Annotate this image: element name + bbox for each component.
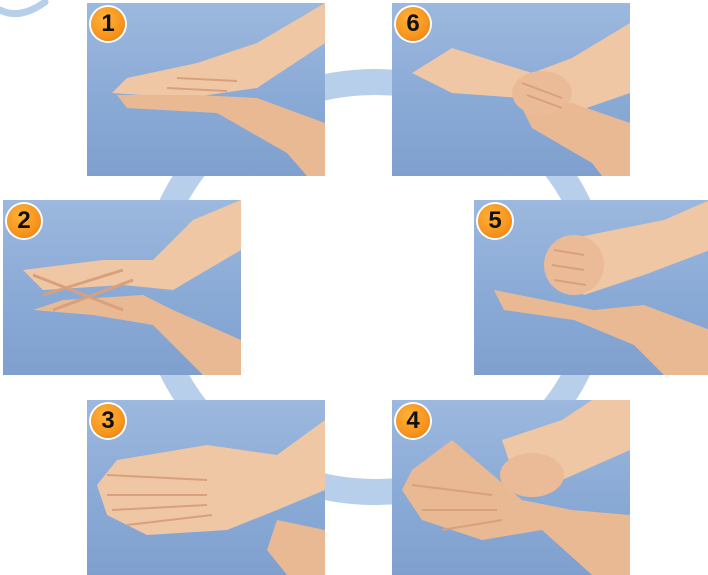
step-number-badge: 6 <box>396 7 430 41</box>
step-5-photo: 5 <box>474 200 708 375</box>
step-number-badge: 3 <box>91 404 125 438</box>
step-number-badge: 2 <box>7 204 41 238</box>
step-2-photo: 2 <box>3 200 241 375</box>
step-4-photo: 4 <box>392 400 630 575</box>
step-1-photo: 1 <box>87 3 325 176</box>
step-number-badge: 1 <box>91 7 125 41</box>
step-number-badge: 5 <box>478 204 512 238</box>
step-3-photo: 3 <box>87 400 325 575</box>
step-number-badge: 4 <box>396 404 430 438</box>
step-6-photo: 6 <box>392 3 630 176</box>
